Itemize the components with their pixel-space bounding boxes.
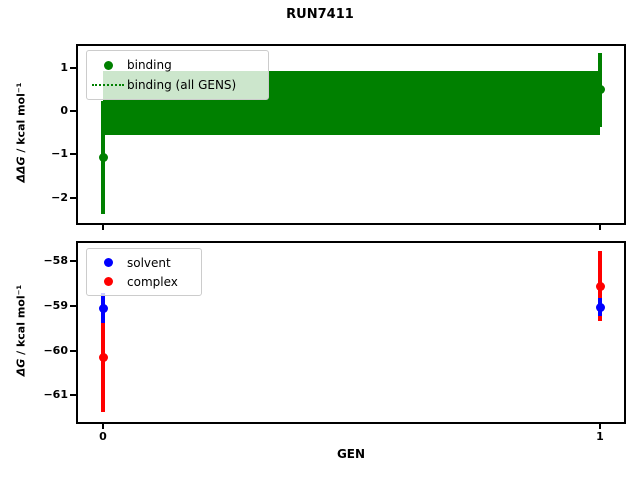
top-y-axis-label-units: / kcal mol⁻¹ <box>14 82 28 157</box>
binding-marker-icon <box>89 60 127 70</box>
complex-point-gen1 <box>595 281 605 291</box>
complex-point-gen0 <box>98 352 108 362</box>
x-tick <box>102 225 104 230</box>
top-y-axis-label: ΔΔG / kcal mol⁻¹ <box>8 44 34 221</box>
y-tick <box>70 153 76 155</box>
y-tick <box>70 394 76 396</box>
y-tick <box>70 305 76 307</box>
x-tick <box>599 225 601 230</box>
solvent-point-gen0 <box>98 303 108 313</box>
y-tick-label: −61 <box>43 388 68 401</box>
y-tick-label: 1 <box>60 61 68 74</box>
dotted-line-icon <box>89 84 127 86</box>
legend-label: solvent <box>127 255 171 270</box>
solvent-point-gen1 <box>595 302 605 312</box>
x-axis-label: GEN <box>336 447 366 461</box>
y-tick-label: −1 <box>51 147 68 160</box>
binding-point-gen1 <box>595 85 605 94</box>
y-tick-label: −58 <box>43 254 68 267</box>
y-tick <box>70 197 76 199</box>
binding-point-gen0 <box>98 153 108 162</box>
y-tick-label: −59 <box>43 299 68 312</box>
y-tick <box>70 260 76 262</box>
top-legend: binding binding (all GENS) <box>86 50 269 100</box>
legend-item-complex: complex <box>89 272 199 291</box>
bottom-y-axis-label: ΔG / kcal mol⁻¹ <box>8 241 34 420</box>
y-tick <box>70 67 76 69</box>
y-tick <box>70 350 76 352</box>
complex-marker-icon <box>89 277 127 286</box>
x-tick-label: 1 <box>596 430 604 443</box>
legend-item-binding: binding <box>89 55 266 75</box>
bottom-legend: solvent complex <box>86 248 202 296</box>
bottom-y-axis-label-units: / kcal mol⁻¹ <box>14 284 28 359</box>
y-tick-label: −60 <box>43 344 68 357</box>
top-axes: 1 0 −1 −2 binding binding (all GENS) <box>51 44 626 230</box>
legend-label: binding <box>127 58 172 72</box>
x-tick <box>102 424 104 429</box>
y-tick <box>70 110 76 112</box>
figure-title: RUN7411 <box>286 7 354 22</box>
bottom-axes: −58 −59 −60 −61 0 1 solvent complex <box>43 241 626 443</box>
solvent-marker-icon <box>89 258 127 267</box>
bottom-y-axis-label-math: ΔG <box>14 358 28 377</box>
y-tick-label: −2 <box>51 191 68 204</box>
legend-label: binding (all GENS) <box>127 78 237 92</box>
y-tick-label: 0 <box>60 104 68 117</box>
x-tick <box>599 424 601 429</box>
legend-item-solvent: solvent <box>89 253 199 272</box>
top-y-axis-label-math: ΔΔG <box>14 156 28 183</box>
legend-item-binding-all-gens: binding (all GENS) <box>89 75 266 95</box>
x-tick-label: 0 <box>99 430 107 443</box>
legend-label: complex <box>127 274 178 289</box>
